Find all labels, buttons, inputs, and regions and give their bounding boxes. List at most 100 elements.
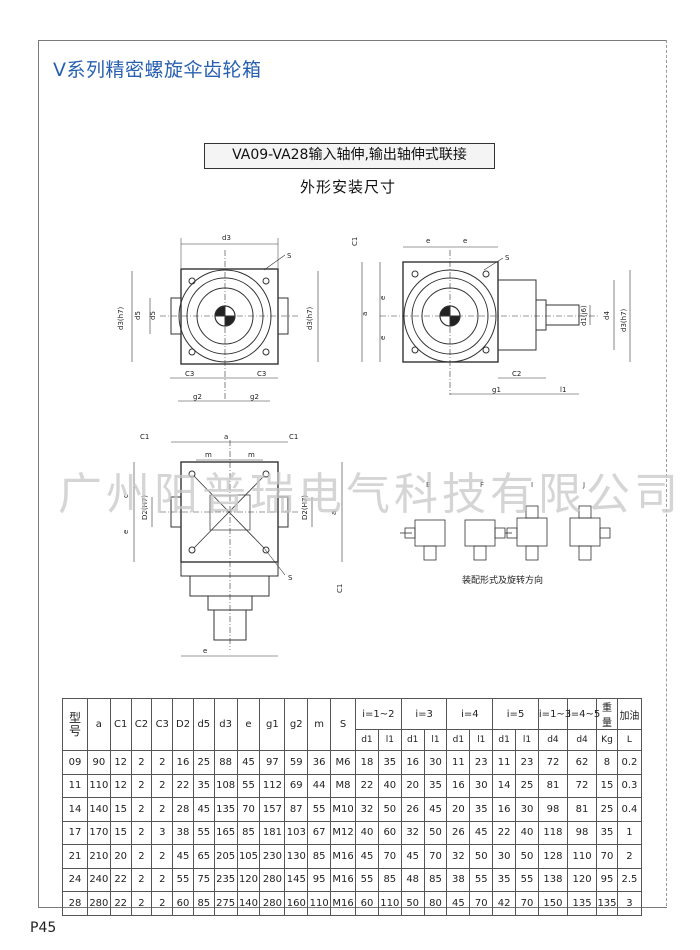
svg-text:S: S [288, 574, 293, 582]
table-cell: 25 [596, 797, 618, 822]
table-cell: 2 [130, 844, 153, 869]
table-cell: 55 [355, 867, 379, 892]
subtitle-box: VA09-VA28输入轴伸,输出轴伸式联接 [204, 143, 495, 169]
table-cell: 72 [537, 750, 569, 775]
table-cell: 45 [423, 797, 448, 822]
svg-text:d3(h7): d3(h7) [306, 306, 314, 330]
table-cell: 26 [446, 820, 471, 845]
table-cell: 70 [236, 797, 261, 822]
svg-text:e: e [426, 237, 430, 245]
table-cell: 20 [109, 844, 132, 869]
table-cell: 135 [566, 891, 598, 916]
table-cell: M8 [330, 773, 357, 798]
svg-text:S: S [287, 252, 292, 260]
header-c2: C2 [130, 698, 153, 751]
table-cell: 75 [192, 867, 215, 892]
svg-text:m: m [248, 451, 255, 459]
table-cell: 50 [400, 891, 425, 916]
table-cell: 15 [109, 820, 132, 845]
table-cell: 0.4 [616, 797, 643, 822]
header-sub-d1: d1 [400, 729, 425, 751]
table-cell: 55 [469, 867, 494, 892]
table-cell: 45 [172, 844, 194, 869]
svg-text:d1(j6): d1(j6) [580, 305, 588, 326]
header-weight-unit: Kg [596, 729, 618, 751]
page-number: P45 [30, 920, 57, 936]
svg-text:e: e [122, 530, 130, 534]
table-cell: M16 [330, 891, 357, 916]
header-sub-d1: d1 [355, 729, 379, 751]
header-ratio-group: i=5 [492, 698, 539, 730]
table-cell: M12 [330, 820, 357, 845]
table-cell: 22 [355, 773, 379, 798]
table-cell: 70 [423, 844, 448, 869]
svg-text:e: e [379, 296, 387, 300]
table-cell: 35 [469, 797, 494, 822]
table-cell: 11 [492, 750, 517, 775]
table-cell: 35 [423, 773, 448, 798]
table-cell: 12 [109, 773, 132, 798]
svg-text:C3: C3 [185, 370, 194, 378]
header-d3: d3 [213, 698, 238, 751]
table-cell: 118 [537, 820, 569, 845]
front-view-drawing [131, 238, 319, 402]
svg-text:C1: C1 [289, 433, 298, 441]
svg-text:g2: g2 [250, 393, 259, 401]
table-cell: 15 [596, 773, 618, 798]
table-cell: 150 [537, 891, 569, 916]
svg-text:d3(h7): d3(h7) [620, 308, 628, 332]
table-cell: 22 [172, 773, 194, 798]
header-d2: D2 [172, 698, 194, 751]
table-cell: 81 [537, 773, 569, 798]
table-cell: 85 [377, 867, 402, 892]
table-cell: 140 [86, 797, 111, 822]
table-cell: 40 [355, 820, 379, 845]
table-cell: 22 [492, 820, 517, 845]
table-cell: 65 [192, 844, 215, 869]
table-cell: 60 [172, 891, 194, 916]
table-cell: 110 [377, 891, 402, 916]
svg-text:a: a [224, 433, 228, 441]
table-cell: 35 [492, 867, 517, 892]
table-cell: 2 [151, 844, 174, 869]
table-cell: 40 [377, 773, 402, 798]
header-ratio-group: i=1~2 [355, 698, 402, 730]
table-cell: 70 [377, 844, 402, 869]
table-cell: 3 [616, 891, 643, 916]
header-ratio-group: i=4~5 [566, 698, 600, 730]
table-cell: 145 [284, 867, 309, 892]
header-sub-l1: l1 [423, 729, 448, 751]
table-cell: 2 [616, 844, 643, 869]
side-view-labels: e e S C1 a e e d1(j6) d4 d3(h7) C2 l1 g1 [351, 237, 628, 394]
table-cell: 30 [492, 844, 517, 869]
table-cell: 0.2 [616, 750, 643, 775]
svg-text:a: a [330, 511, 338, 515]
table-cell: 2 [130, 867, 153, 892]
table-cell: 59 [284, 750, 309, 775]
table-cell: 70 [596, 844, 618, 869]
table-cell: M6 [330, 750, 357, 775]
table-cell: 45 [446, 891, 471, 916]
table-cell: 30 [423, 750, 448, 775]
svg-text:c: c [122, 494, 130, 498]
side-view-drawing [361, 246, 631, 395]
table-cell: 98 [537, 797, 569, 822]
svg-text:a: a [361, 312, 369, 316]
table-cell: 105 [236, 844, 261, 869]
table-cell: 88 [213, 750, 238, 775]
table-cell: 2 [151, 867, 174, 892]
table-cell: 2 [130, 891, 153, 916]
table-cell: 95 [596, 867, 618, 892]
table-cell: 70 [469, 891, 494, 916]
header-s: S [330, 698, 357, 751]
header-g2: g2 [284, 698, 309, 751]
table-cell: 67 [307, 820, 332, 845]
table-cell: 32 [355, 797, 379, 822]
table-cell: 2 [151, 891, 174, 916]
assembly-variants [400, 505, 611, 561]
table-cell: 55 [307, 797, 332, 822]
table-cell: 2 [151, 773, 174, 798]
